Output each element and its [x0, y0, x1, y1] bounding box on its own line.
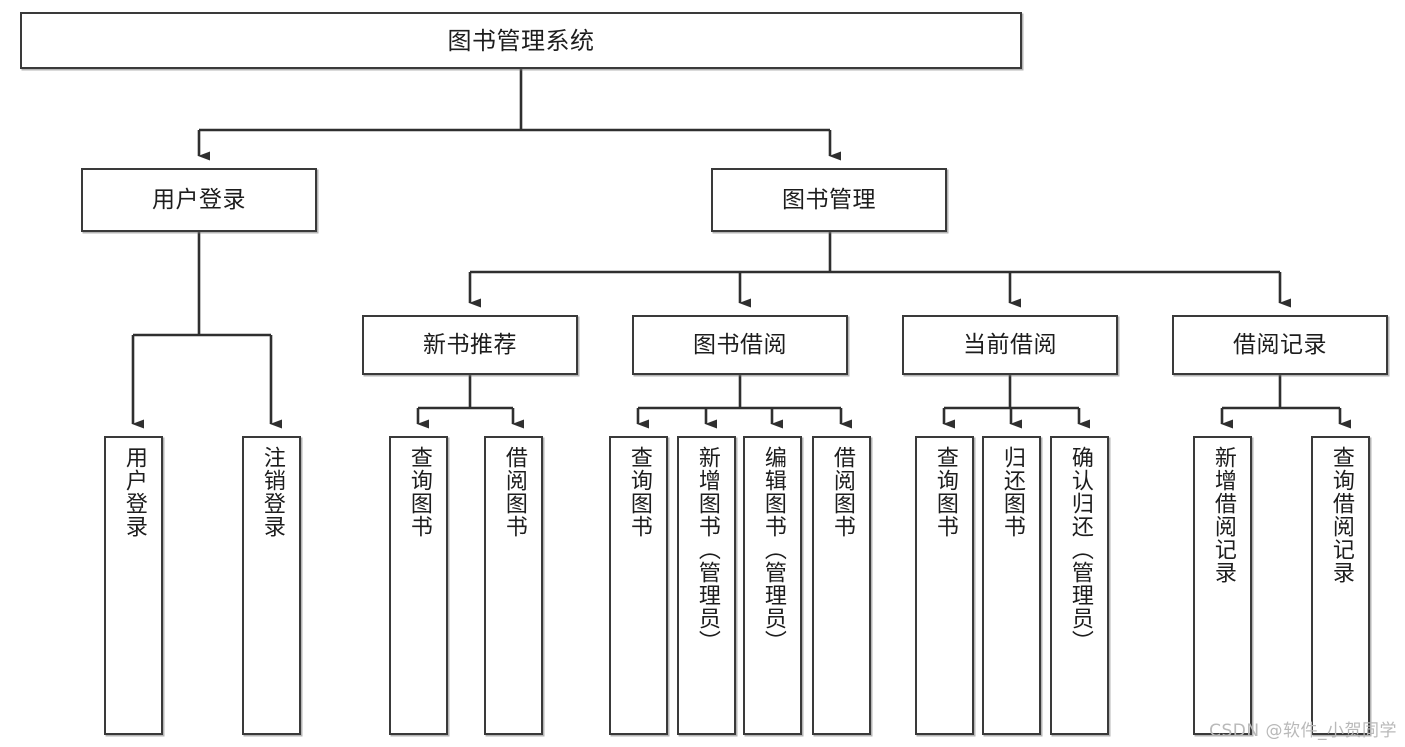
leaf-borrow-record-add-record[interactable]: 新增借阅记录	[1193, 436, 1252, 735]
node-book-borrow[interactable]: 图书借阅	[632, 315, 848, 375]
node-book-management[interactable]: 图书管理	[711, 168, 947, 232]
node-label: 归还图书	[999, 446, 1025, 538]
node-label: 新书推荐	[423, 331, 517, 358]
leaf-current-borrow-query-book[interactable]: 查询图书	[915, 436, 974, 735]
leaf-book-borrow-borrow-book[interactable]: 借阅图书	[812, 436, 871, 735]
node-label: 图书借阅	[693, 331, 787, 358]
node-label: 当前借阅	[963, 331, 1057, 358]
node-label: 查询图书	[932, 446, 958, 538]
node-label: 查询图书	[406, 446, 432, 538]
node-root-book-management-system[interactable]: 图书管理系统	[20, 12, 1022, 69]
node-label: 确认归还（管理员）	[1067, 446, 1093, 653]
leaf-current-borrow-return-book[interactable]: 归还图书	[982, 436, 1041, 735]
node-label: 编辑图书（管理员）	[760, 446, 786, 653]
node-label: 新增借阅记录	[1210, 446, 1236, 584]
leaf-new-book-borrow-book[interactable]: 借阅图书	[484, 436, 543, 735]
node-label: 借阅图书	[501, 446, 527, 538]
node-label: 图书管理	[782, 186, 876, 213]
leaf-book-borrow-add-book-admin[interactable]: 新增图书（管理员）	[677, 436, 736, 735]
node-label: 借阅图书	[829, 446, 855, 538]
node-label: 用户登录	[121, 446, 147, 538]
leaf-book-borrow-edit-book-admin[interactable]: 编辑图书（管理员）	[743, 436, 802, 735]
leaf-user-login-login[interactable]: 用户登录	[104, 436, 163, 735]
leaf-new-book-query-book[interactable]: 查询图书	[389, 436, 448, 735]
watermark-text: CSDN @软件_小贺同学	[1209, 721, 1397, 741]
leaf-current-borrow-confirm-return-admin[interactable]: 确认归还（管理员）	[1050, 436, 1109, 735]
leaf-user-login-logout[interactable]: 注销登录	[242, 436, 301, 735]
node-label: 新增图书（管理员）	[694, 446, 720, 653]
leaf-borrow-record-query-record[interactable]: 查询借阅记录	[1311, 436, 1370, 735]
node-label: 查询借阅记录	[1328, 446, 1354, 584]
node-current-borrow[interactable]: 当前借阅	[902, 315, 1118, 375]
node-label: 借阅记录	[1233, 331, 1327, 358]
node-new-book-recommend[interactable]: 新书推荐	[362, 315, 578, 375]
node-label: 注销登录	[259, 446, 285, 538]
node-label: 图书管理系统	[447, 26, 595, 55]
node-label: 用户登录	[152, 186, 246, 213]
node-label: 查询图书	[626, 446, 652, 538]
node-borrow-record[interactable]: 借阅记录	[1172, 315, 1388, 375]
node-user-login[interactable]: 用户登录	[81, 168, 317, 232]
leaf-book-borrow-query-book[interactable]: 查询图书	[609, 436, 668, 735]
